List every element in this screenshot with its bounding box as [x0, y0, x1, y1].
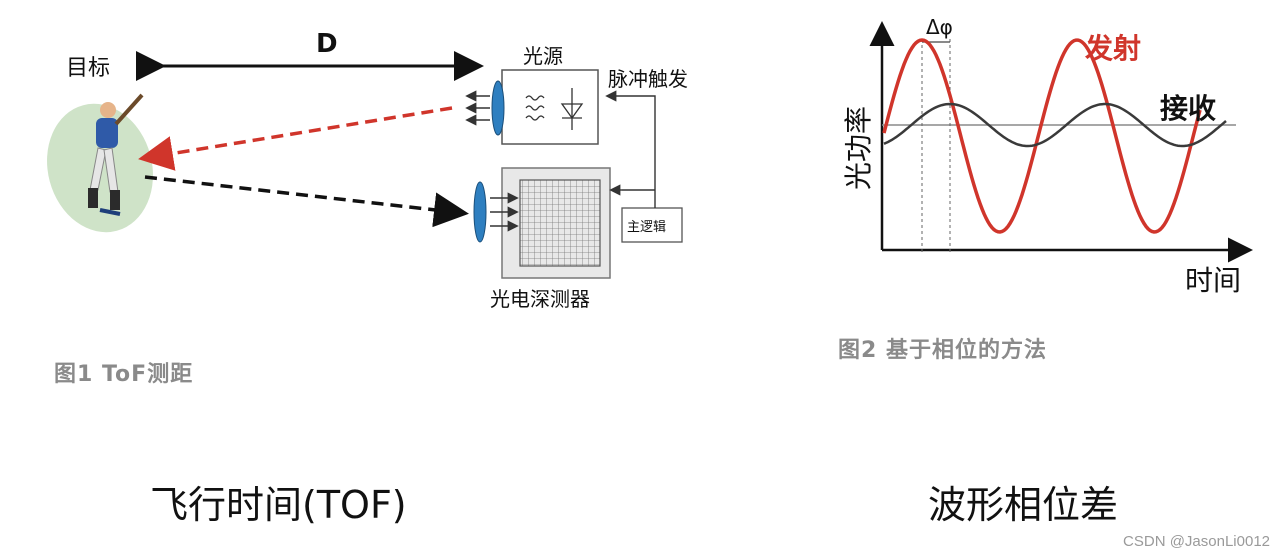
main-logic-block [605, 90, 683, 243]
bottom-title-right: 波形相位差 [928, 483, 1119, 527]
pulse-trigger-label: 脉冲触发 [608, 67, 688, 91]
detector-block [473, 167, 611, 279]
detector-label: 光电深测器 [490, 287, 590, 311]
receive-label: 接收 [1160, 92, 1216, 125]
delta-phi-label: Δφ [926, 15, 953, 39]
phase-plot [869, 21, 1253, 263]
figure1-caption: 图1 ToF测距 [54, 362, 194, 387]
light-source-block [465, 69, 599, 145]
emitted-ray [138, 106, 453, 171]
bottom-title-left: 飞行时间(TOF) [150, 483, 407, 527]
emit-waveform [882, 38, 1202, 234]
target-label: 目标 [66, 56, 110, 81]
watermark: CSDN @JasonLi0012 [1123, 533, 1270, 550]
receive-waveform [883, 102, 1227, 148]
main-logic-label: 主逻辑 [627, 220, 666, 235]
figure2-caption: 图2 基于相位的方法 [838, 338, 1047, 363]
light-source-label: 光源 [523, 44, 563, 68]
x-axis-label: 时间 [1185, 264, 1241, 297]
reflected-ray [144, 175, 469, 228]
target-figure [47, 93, 153, 233]
y-axis-label: 光功率 [842, 106, 875, 190]
emit-label: 发射 [1084, 32, 1141, 65]
distance-label: D [316, 29, 338, 59]
